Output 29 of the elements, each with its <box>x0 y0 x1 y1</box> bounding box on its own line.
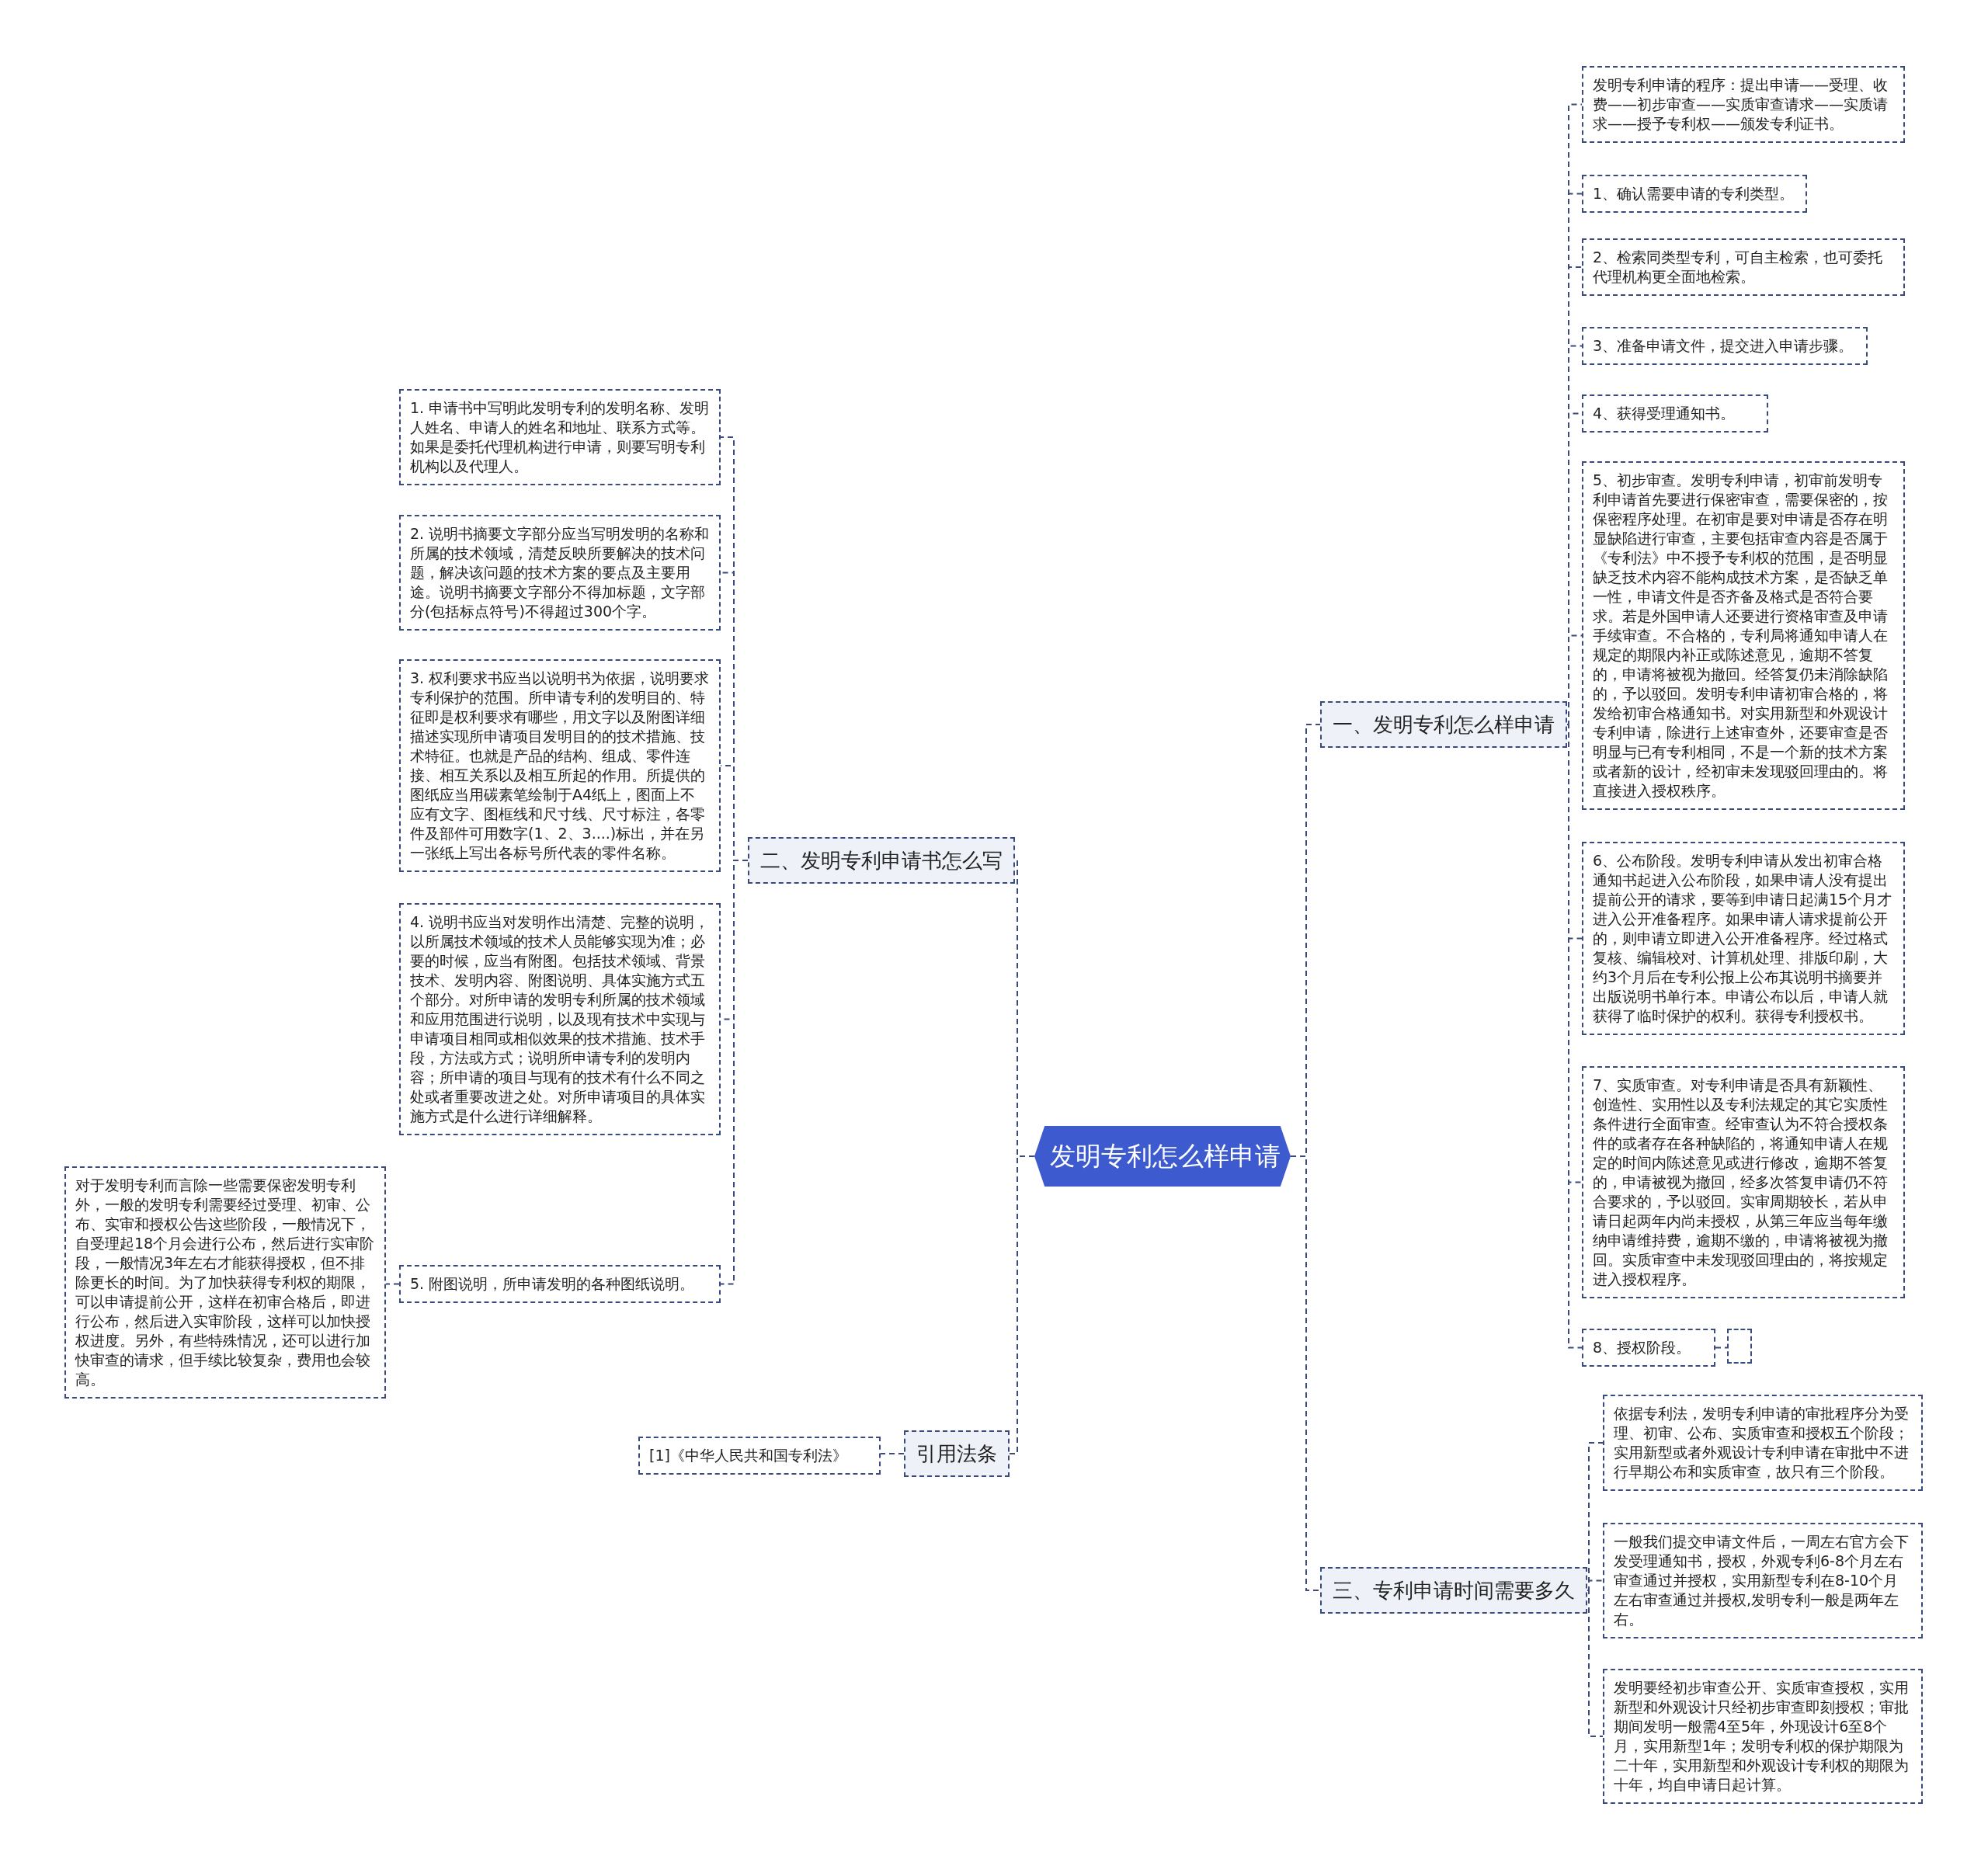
note-box: [1]《中华人民共和国专利法》 <box>638 1437 881 1475</box>
note-box: 对于发明专利而言除一些需要保密发明专利外，一般的发明专利需要经过受理、初审、公布、实审和授权公告这些阶段，一般情况下，自受理起18个月会进行公布，然后进行实审阶段，一般情况3年左右才能获得授权，但不排除更长的时间。为了加快获得专利权的期限，可以申请提前公开，这样在初审合格后，即进行公布，然后进入实审阶段，这样可以加快授权进度。另外，有些特殊情况，还可以进行加快审查的请求，但手续比较复杂，费用也会较高。 <box>64 1166 386 1399</box>
note-box: 5. 附图说明，所申请发明的各种图纸说明。 <box>399 1265 721 1303</box>
note-box: 4、获得受理通知书。 <box>1582 394 1768 433</box>
connector-line <box>1715 1347 1728 1349</box>
topic-box: 二、发明专利申请书怎么写 <box>748 837 1015 884</box>
note-box: 3. 权利要求书应当以说明书为依据，说明要求专利保护的范围。所申请专利的发明目的、特征即是权利要求有哪些，用文字以及附图详细描述实现所申请项目发明目的的技术措施、技术特征。也就是产品的结构、组成、零件连接、相互关系以及相互所起的作用。所提供的图纸应当用碳素笔绘制于A4纸上，图面上不应有文字、图框线和尺寸线、尺寸标注，各零件及部件可用数字(1、2、3....)标出，并在另一张纸上写出各标号所代表的零件名称。 <box>399 659 721 872</box>
topic-box: 一、发明专利怎么样申请 <box>1320 701 1567 748</box>
note-box: 2. 说明书摘要文字部分应当写明发明的名称和所属的技术领域，清楚反映所要解决的技术问题，解决该问题的技术方案的要点及主要用途。说明书摘要文字部分不得加标题，文字部分(包括标点符号)不得超过300个字。 <box>399 515 721 631</box>
note-box: 6、公布阶段。发明专利申请从发出初审合格通知书起进入公布阶段，如果申请人没有提出提前公开的请求，要等到申请日起满15个月才进入公开准备程序。如果申请人请求提前公开的，则申请立即进入公开准备程序。经过格式复核、编辑校对、计算机处理、排版印刷，大约3个月后在专利公报上公布其说明书摘要并出版说明书单行本。申请公布以后，申请人就获得了临时保护的权利。获得专利授权书。 <box>1582 842 1905 1035</box>
topic-box: 引用法条 <box>904 1430 1010 1477</box>
central-topic: 发明专利怎么样申请 <box>1034 1126 1291 1187</box>
note-box: 4. 说明书应当对发明作出清楚、完整的说明，以所属技术领域的技术人员能够实现为准；必要的时候，应当有附图。包括技术领域、背景技术、发明内容、附图说明、具体实施方式五个部分。对所申请的发明专利所属的技术领域和应用范围进行说明，以及现有技术中实现与申请项目相同或相似效果的技术措施、技术手段，方法或方式；说明所申请专利的发明内容；所申请的项目与现有的技术有什么不同之处或者重要改进之处。对所申请项目的具体实施方式是什么进行详细解释。 <box>399 903 721 1135</box>
note-box: 一般我们提交申请文件后，一周左右官方会下发受理通知书，授权，外观专利6-8个月左右审查通过并授权，实用新型专利在8-10个月左右审查通过并授权,发明专利一般是两年左右。 <box>1603 1523 1923 1638</box>
connector-line <box>385 1283 400 1285</box>
connector-line <box>880 1453 905 1454</box>
note-box: 5、初步审查。发明专利申请，初审前发明专利申请首先要进行保密审查，需要保密的，按保密程序处理。在初审是要对申请是否存在明显缺陷进行审查，主要包括审查内容是否属于《专利法》中不授予专利权的范围，是否明显缺乏技术内容不能构成技术方案，是否缺乏单一性，申请文件是否齐备及格式是否符合要求。若是外国申请人还要进行资格审查及申请手续审查。不合格的，专利局将通知申请人在规定的期限内补正或陈述意见，逾期不答复的，申请将被视为撤回。经答复仍未消除缺陷的，予以驳回。发明专利申请初审合格的，将发给初审合格通知书。对实用新型和外观设计专利申请，除进行上述审查外，还要审查是否明显与已有专利相同，不是一个新的技术方案或者新的设计，经初审未发现驳回理由的。将直接进入授权秩序。 <box>1582 461 1905 810</box>
note-box: 1、确认需要申请的专利类型。 <box>1582 175 1807 213</box>
note-box: 发明专利申请的程序：提出申请——受理、收费——初步审查——实质审查请求——实质请求——授予专利权——颁发专利证书。 <box>1582 66 1905 143</box>
note-box: 7、实质审查。对专利申请是否具有新颖性、创造性、实用性以及专利法规定的其它实质性条件进行全面审查。经审查认为不符合授权条件的或者存在各种缺陷的，将通知申请人在规定的时间内陈述意见或进行修改，逾期不答复的，申请被视为撤回，经多次答复申请仍不符合要求的，予以驳回。实审周期较长，若从申请日起两年内尚未授权，从第三年应当每年缴纳申请维持费，逾期不缴的，申请将被视为撤回。实质审查中未发现驳回理由的，将按规定进入授权程序。 <box>1582 1066 1905 1298</box>
note-box: 1. 申请书中写明此发明专利的发明名称、发明人姓名、申请人的姓名和地址、联系方式等。如果是委托代理机构进行申请，则要写明专利机构以及代理人。 <box>399 389 721 485</box>
note-box: 2、检索同类型专利，可自主检索，也可委托代理机构更全面地检索。 <box>1582 238 1905 296</box>
note-box: 3、准备申请文件，提交进入申请步骤。 <box>1582 327 1868 365</box>
note-box: 发明要经初步审查公开、实质审查授权，实用新型和外观设计只经初步审查即刻授权；审批期间发明一般需4至5年，外现设计6至8个月，实用新型1年；发明专利权的保护期限为二十年，实用新型和外观设计专利权的期限为十年，均自申请日起计算。 <box>1603 1669 1923 1804</box>
empty-box <box>1727 1329 1752 1364</box>
connector-line <box>1587 1590 1604 1737</box>
note-box: 8、授权阶段。 <box>1582 1329 1715 1367</box>
topic-box: 三、专利申请时间需要多久 <box>1320 1567 1587 1614</box>
note-box: 依据专利法，发明专利申请的审批程序分为受理、初审、公布、实质审查和授权五个阶段；实用新型或者外观设计专利申请在审批中不进行早期公布和实质审查，故只有三个阶段。 <box>1603 1395 1923 1491</box>
